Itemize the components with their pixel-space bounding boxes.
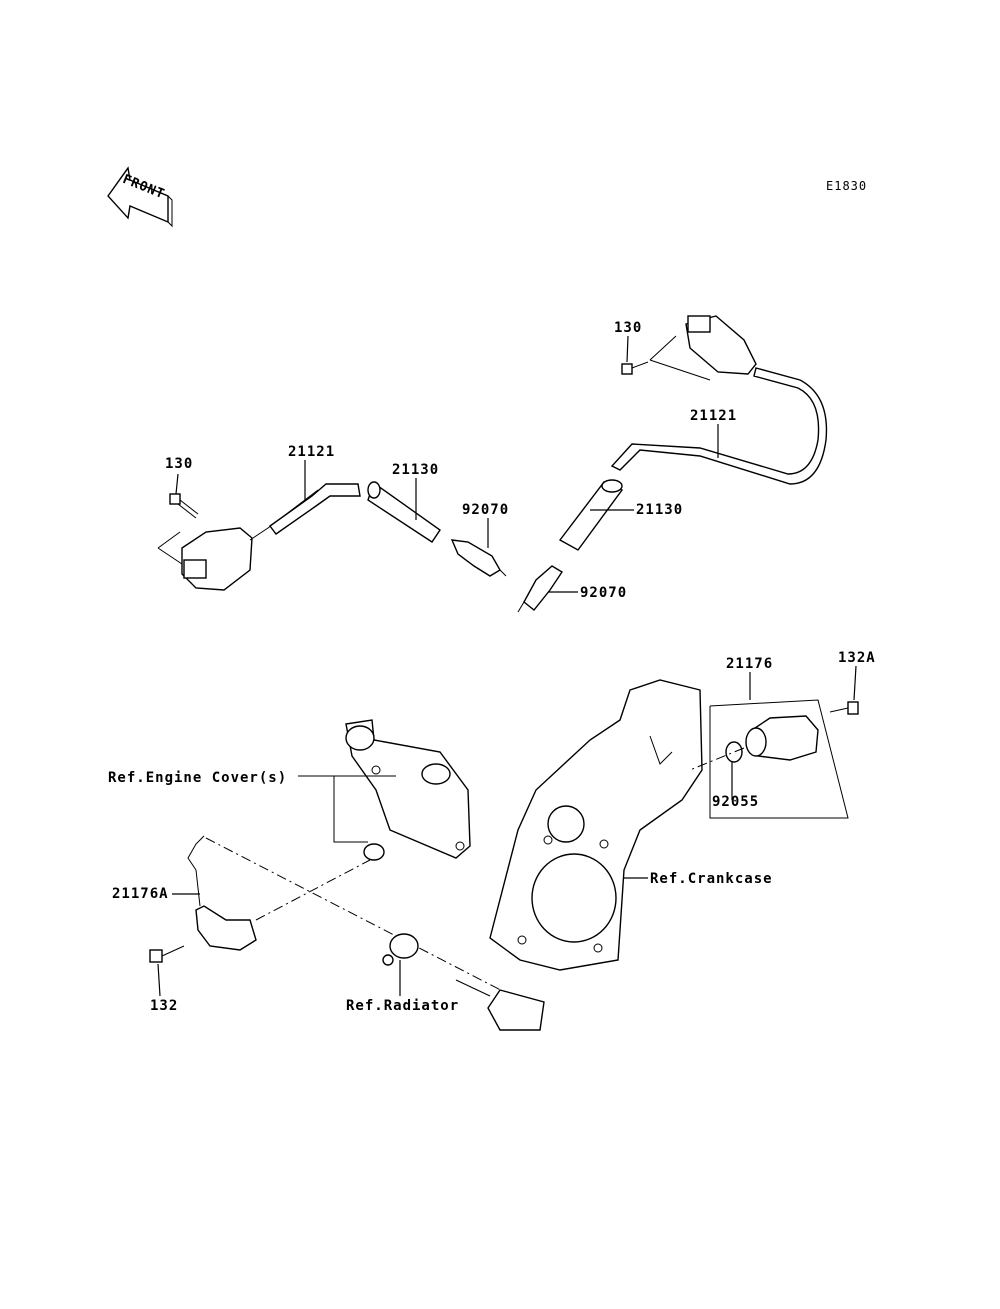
front-arrow-icon: FRONT: [107, 166, 173, 228]
bolt-130-right-icon: [621, 361, 649, 375]
o-ring-92055: [725, 741, 743, 763]
label-130-left: 130: [165, 456, 193, 472]
bolt-132-icon: [149, 945, 185, 963]
crankcase: [489, 679, 703, 971]
label-ref-radiator: Ref.Radiator: [346, 998, 459, 1014]
ignition-coil-right: [649, 315, 757, 381]
label-21121-left: 21121: [288, 444, 335, 460]
plug-cap-left: [367, 481, 441, 543]
engine-cover: [345, 719, 471, 859]
label-92070-left: 92070: [462, 502, 509, 518]
label-ref-engine-cover: Ref.Engine Cover(s): [108, 770, 287, 786]
diagram-code: E1830: [826, 179, 867, 193]
label-21176: 21176: [726, 656, 773, 672]
sensor-21176: [745, 715, 819, 761]
o-ring-engine-cover: [363, 843, 385, 861]
radiator-clamp: [382, 933, 419, 966]
sensor-21176a: [187, 835, 257, 951]
label-21130-left: 21130: [392, 462, 439, 478]
connector-plug: [455, 979, 545, 1031]
label-132a: 132A: [838, 650, 876, 666]
ignition-coil-left: [157, 489, 319, 591]
bolt-130-left-icon: [169, 493, 199, 519]
spark-plug-right: [517, 565, 563, 613]
spark-plug-lead-left: [269, 483, 361, 535]
label-21130-right: 21130: [636, 502, 683, 518]
label-ref-crankcase: Ref.Crankcase: [650, 871, 773, 887]
label-92055: 92055: [712, 794, 759, 810]
spark-plug-lead-right: [610, 367, 828, 485]
label-21176a: 21176A: [112, 886, 169, 902]
plug-cap-right: [558, 479, 624, 551]
spark-plug-left: [450, 539, 507, 577]
label-92070-right: 92070: [580, 585, 627, 601]
label-132: 132: [150, 998, 178, 1014]
label-130-right: 130: [614, 320, 642, 336]
bolt-132a-icon: [829, 701, 859, 715]
label-21121-right: 21121: [690, 408, 737, 424]
